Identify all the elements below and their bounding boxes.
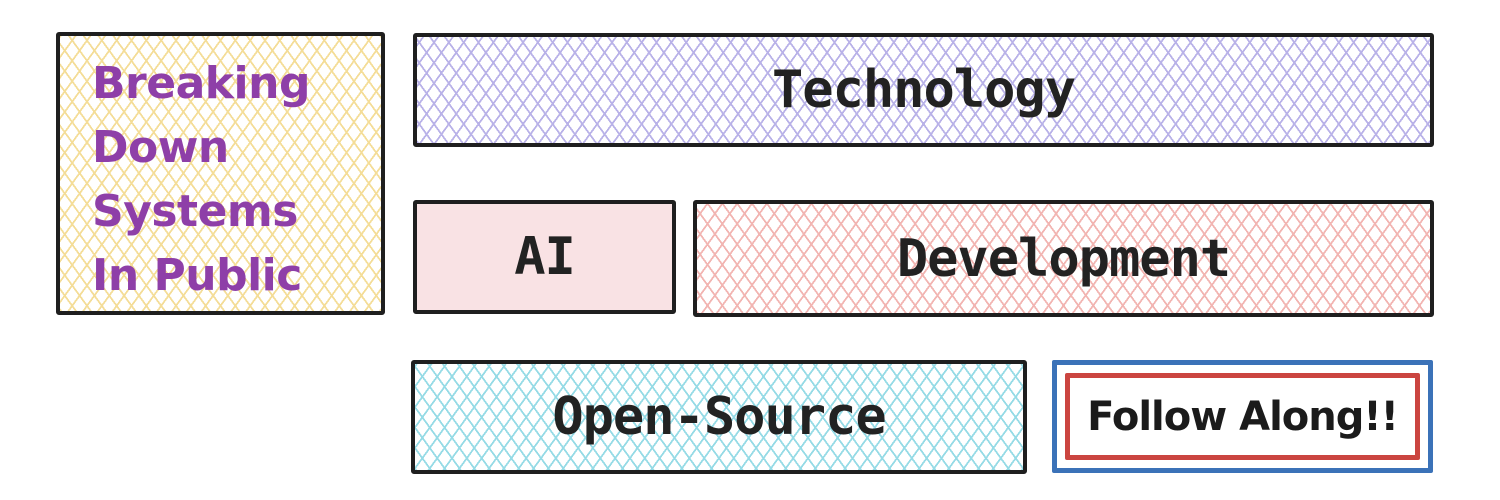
brand-line-4: In Public — [92, 250, 302, 301]
brand-card: Breaking Down Systems In Public — [56, 32, 385, 315]
topic-box-ai: AI — [413, 200, 676, 314]
brand-line-2: Down — [92, 122, 229, 173]
topic-label-development: Development — [896, 228, 1231, 289]
topic-label-ai: AI — [514, 227, 576, 287]
topic-label-technology: Technology — [771, 60, 1076, 120]
topic-label-opensource: Open-Source — [552, 387, 886, 447]
follow-along-badge: Follow Along!! — [1052, 360, 1433, 473]
brand-line-3: Systems — [92, 186, 298, 237]
topic-box-development: Development — [693, 200, 1434, 317]
follow-along-label: Follow Along!! — [1087, 393, 1399, 440]
follow-along-inner-frame: Follow Along!! — [1065, 373, 1420, 460]
brand-line-1: Breaking — [92, 58, 310, 109]
topic-box-opensource: Open-Source — [411, 360, 1027, 474]
topic-box-technology: Technology — [413, 33, 1434, 147]
